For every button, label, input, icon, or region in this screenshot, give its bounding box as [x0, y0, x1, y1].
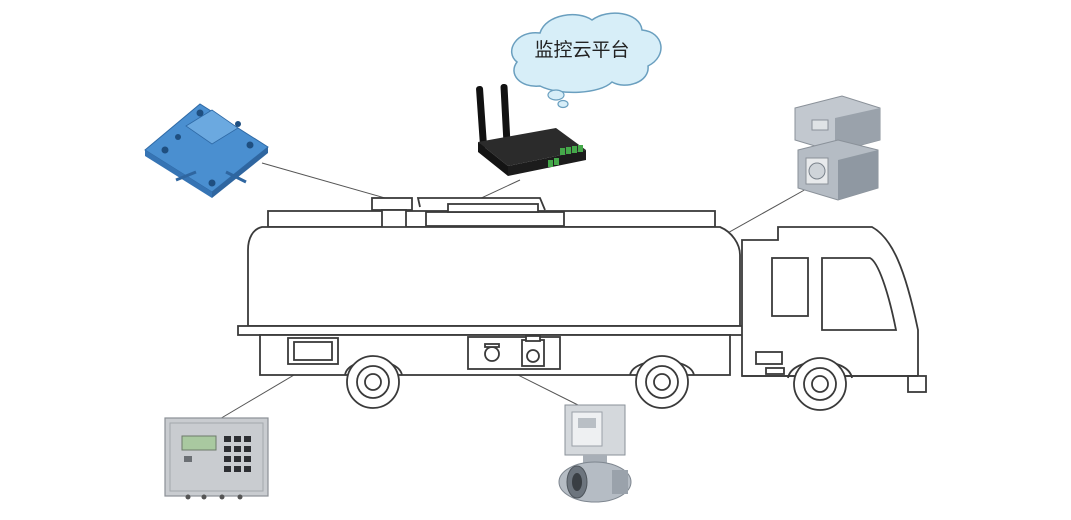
- blue-level-sensor-icon: [144, 103, 269, 198]
- flow-meter-icon: [558, 404, 632, 503]
- wheel: [793, 357, 847, 411]
- cloud-icon: 监控云平台: [511, 12, 662, 109]
- wheel: [635, 355, 689, 409]
- leader-top-sensor: [261, 162, 393, 201]
- wheel: [346, 355, 400, 409]
- cloud-label: 监控云平台: [534, 39, 629, 61]
- keypad-terminal-icon: [164, 417, 269, 500]
- valve-sensor-icon: [794, 95, 881, 201]
- 4g-router-icon: [476, 83, 586, 176]
- tanker-truck-icon: [237, 197, 927, 411]
